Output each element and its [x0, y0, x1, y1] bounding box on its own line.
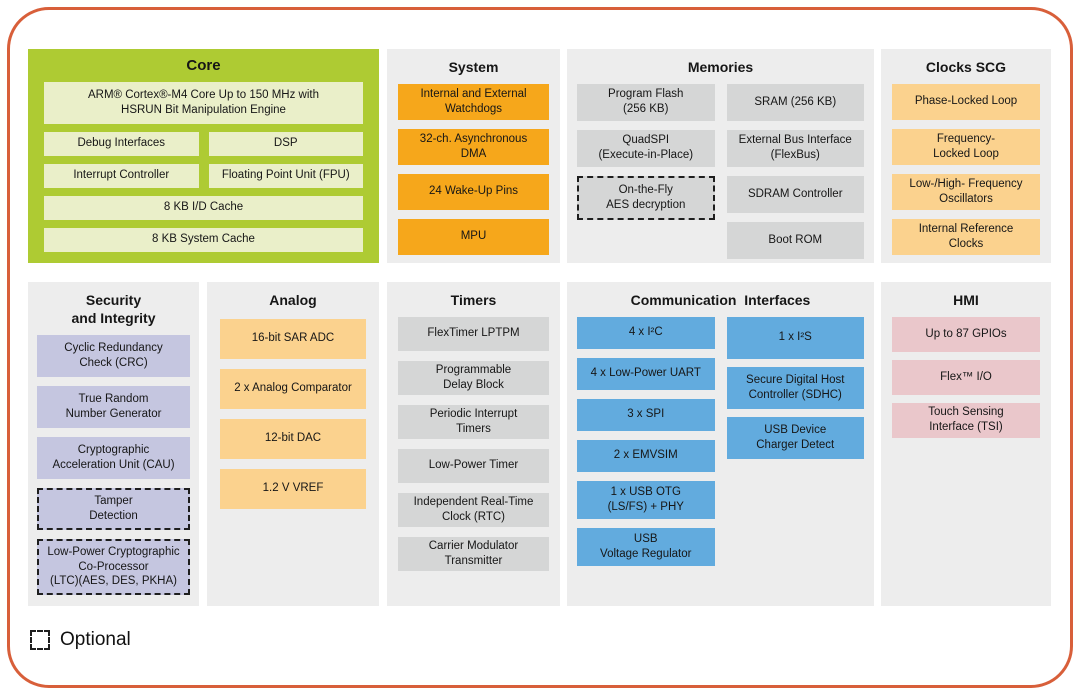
- section-communication-title: Communication Interfaces: [630, 292, 811, 308]
- section-security-title: Security and Integrity: [71, 292, 156, 326]
- section-timers: Timers FlexTimer LPTPM Programmable Dela…: [387, 282, 560, 606]
- block-tsi: Touch Sensing Interface (TSI): [892, 402, 1040, 438]
- section-system: System Internal and External Watchdogs 3…: [387, 49, 560, 263]
- block-sdram-controller: SDRAM Controller: [726, 175, 864, 213]
- block-async-dma: 32-ch. Asynchronous DMA: [398, 128, 549, 165]
- block-watchdogs: Internal and External Watchdogs: [398, 83, 549, 120]
- communication-blocks: 4 x I²C 4 x Low-Power UART 3 x SPI 2 x E…: [567, 310, 874, 566]
- block-flexbus: External Bus Interface (FlexBus): [726, 129, 864, 167]
- block-vref: 1.2 V VREF: [220, 468, 366, 509]
- block-rtc: Independent Real-Time Clock (RTC): [398, 492, 549, 527]
- section-memories-title: Memories: [687, 59, 754, 75]
- timers-blocks: FlexTimer LPTPM Programmable Delay Block…: [387, 310, 560, 571]
- legend: Optional: [30, 629, 131, 651]
- memories-left-column: Program Flash (256 KB) QuadSPI (Execute-…: [577, 83, 715, 259]
- memories-right-column: SRAM (256 KB) External Bus Interface (Fl…: [726, 83, 864, 259]
- block-ltc-coprocessor-optional: Low-Power Cryptographic Co-Processor (LT…: [37, 539, 190, 595]
- block-boot-rom: Boot ROM: [726, 221, 864, 259]
- block-gpios: Up to 87 GPIOs: [892, 316, 1040, 352]
- block-mpu: MPU: [398, 218, 549, 255]
- block-dac: 12-bit DAC: [220, 418, 366, 459]
- communication-left-column: 4 x I²C 4 x Low-Power UART 3 x SPI 2 x E…: [577, 316, 715, 566]
- block-wakeup-pins: 24 Wake-Up Pins: [398, 173, 549, 210]
- block-usb-device-charger-detect: USB Device Charger Detect: [726, 416, 864, 459]
- core-blocks: ARM® Cortex®-M4 Core Up to 150 MHz with …: [28, 76, 379, 252]
- section-clocks-scg-title: Clocks SCG: [925, 59, 1007, 75]
- block-carrier-modulator-transmitter: Carrier Modulator Transmitter: [398, 536, 549, 571]
- block-i2s: 1 x I²S: [726, 316, 864, 359]
- block-sar-adc: 16-bit SAR ADC: [220, 318, 366, 359]
- block-internal-reference-clocks: Internal Reference Clocks: [892, 218, 1040, 255]
- block-8kb-system-cache: 8 KB System Cache: [44, 227, 363, 252]
- analog-blocks: 16-bit SAR ADC 2 x Analog Comparator 12-…: [207, 310, 379, 509]
- block-programmable-delay-block: Programmable Delay Block: [398, 360, 549, 395]
- section-system-title: System: [448, 59, 499, 75]
- hmi-blocks: Up to 87 GPIOs Flex™ I/O Touch Sensing I…: [881, 310, 1051, 438]
- section-clocks-scg: Clocks SCG Phase-Locked Loop Frequency- …: [881, 49, 1051, 263]
- block-quadspi: QuadSPI (Execute-in-Place): [577, 129, 715, 167]
- block-aes-decryption-optional: On-the-Fly AES decryption: [577, 175, 715, 220]
- block-tamper-detection-optional: Tamper Detection: [37, 488, 190, 530]
- block-crc: Cyclic Redundancy Check (CRC): [37, 335, 190, 377]
- system-blocks: Internal and External Watchdogs 32-ch. A…: [387, 77, 560, 255]
- legend-label: Optional: [60, 629, 131, 650]
- section-security-integrity: Security and Integrity Cyclic Redundancy…: [28, 282, 199, 606]
- block-fpu: Floating Point Unit (FPU): [208, 163, 363, 188]
- block-analog-comparator: 2 x Analog Comparator: [220, 368, 366, 409]
- block-spi: 3 x SPI: [577, 398, 715, 431]
- block-emvsim: 2 x EMVSIM: [577, 439, 715, 472]
- section-hmi: HMI Up to 87 GPIOs Flex™ I/O Touch Sensi…: [881, 282, 1051, 606]
- security-blocks: Cyclic Redundancy Check (CRC) True Rando…: [28, 327, 199, 595]
- memories-blocks: Program Flash (256 KB) QuadSPI (Execute-…: [567, 77, 874, 259]
- block-low-power-timer: Low-Power Timer: [398, 448, 549, 483]
- block-oscillators: Low-/High- Frequency Oscillators: [892, 173, 1040, 210]
- block-sram: SRAM (256 KB): [726, 83, 864, 121]
- section-communication-interfaces: Communication Interfaces 4 x I²C 4 x Low…: [567, 282, 874, 606]
- block-program-flash: Program Flash (256 KB): [577, 83, 715, 121]
- block-periodic-interrupt-timers: Periodic Interrupt Timers: [398, 404, 549, 439]
- block-i2c: 4 x I²C: [577, 316, 715, 349]
- block-cau: Cryptographic Acceleration Unit (CAU): [37, 437, 190, 479]
- optional-dashed-box-icon: [30, 630, 50, 650]
- section-analog: Analog 16-bit SAR ADC 2 x Analog Compara…: [207, 282, 379, 606]
- block-dsp: DSP: [208, 131, 363, 156]
- section-core-title: Core: [186, 57, 221, 74]
- block-trng: True Random Number Generator: [37, 386, 190, 428]
- communication-right-column: 1 x I²S Secure Digital Host Controller (…: [726, 316, 864, 566]
- block-usb-otg-phy: 1 x USB OTG (LS/FS) + PHY: [577, 480, 715, 519]
- block-interrupt-controller: Interrupt Controller: [44, 163, 199, 188]
- block-debug-interfaces: Debug Interfaces: [44, 131, 199, 156]
- block-pll: Phase-Locked Loop: [892, 83, 1040, 120]
- block-usb-voltage-regulator: USB Voltage Regulator: [577, 527, 715, 566]
- clocks-blocks: Phase-Locked Loop Frequency- Locked Loop…: [881, 77, 1051, 255]
- block-fll: Frequency- Locked Loop: [892, 128, 1040, 165]
- section-core: Core ARM® Cortex®-M4 Core Up to 150 MHz …: [28, 49, 379, 263]
- block-flexio: Flex™ I/O: [892, 359, 1040, 395]
- section-analog-title: Analog: [269, 292, 317, 308]
- block-low-power-uart: 4 x Low-Power UART: [577, 357, 715, 390]
- block-flextimer-lptpm: FlexTimer LPTPM: [398, 316, 549, 351]
- section-timers-title: Timers: [450, 292, 497, 308]
- block-arm-cortex-m4: ARM® Cortex®-M4 Core Up to 150 MHz with …: [44, 81, 363, 124]
- block-sdhc: Secure Digital Host Controller (SDHC): [726, 366, 864, 409]
- section-memories: Memories Program Flash (256 KB) QuadSPI …: [567, 49, 874, 263]
- section-hmi-title: HMI: [953, 292, 979, 308]
- block-8kb-id-cache: 8 KB I/D Cache: [44, 195, 363, 220]
